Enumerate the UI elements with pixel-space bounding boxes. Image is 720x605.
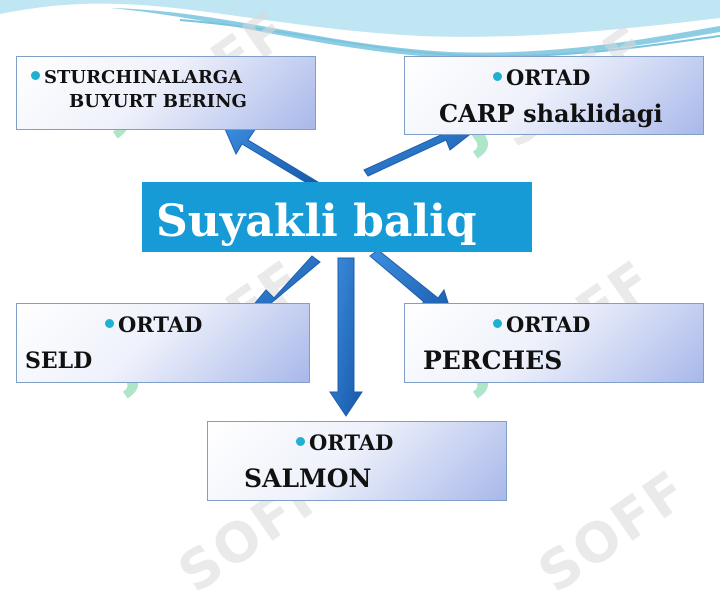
node-mid-left: ORTAD SELD xyxy=(16,303,310,383)
center-title-box: Suyakli baliq xyxy=(142,182,532,252)
node-text: ORTAD xyxy=(118,312,203,337)
center-title: Suyakli baliq xyxy=(156,196,477,247)
node-top-right: ORTAD CARP shaklidagi xyxy=(404,56,704,135)
node-line: STURCHINALARGA xyxy=(31,67,242,88)
node-line: SELD xyxy=(25,348,93,374)
node-line: SALMON xyxy=(244,464,372,493)
node-mid-right: ORTAD PERCHES xyxy=(404,303,704,383)
node-line: ORTAD xyxy=(493,65,590,90)
bullet-icon xyxy=(493,319,502,328)
node-line: ORTAD xyxy=(493,312,590,337)
node-bottom: ORTAD SALMON xyxy=(207,421,507,501)
node-line: BUYURT BERING xyxy=(69,91,247,112)
node-text: ORTAD xyxy=(309,430,394,455)
node-text: STURCHINALARGA xyxy=(44,67,243,88)
arrow-top-left xyxy=(221,121,319,187)
bullet-icon xyxy=(31,70,40,80)
node-text: ORTAD xyxy=(506,65,591,90)
bullet-icon xyxy=(105,319,114,328)
bullet-icon xyxy=(493,72,502,81)
bullet-icon xyxy=(296,437,305,446)
wave-decoration xyxy=(0,0,720,59)
node-text: ORTAD xyxy=(506,312,591,337)
node-line: ORTAD xyxy=(105,312,202,337)
arrow-down xyxy=(329,257,363,417)
node-line: PERCHES xyxy=(423,346,563,375)
node-line: ORTAD xyxy=(296,430,393,455)
node-line: CARP shaklidagi xyxy=(439,99,663,128)
node-top-left: STURCHINALARGA BUYURT BERING xyxy=(16,56,316,130)
